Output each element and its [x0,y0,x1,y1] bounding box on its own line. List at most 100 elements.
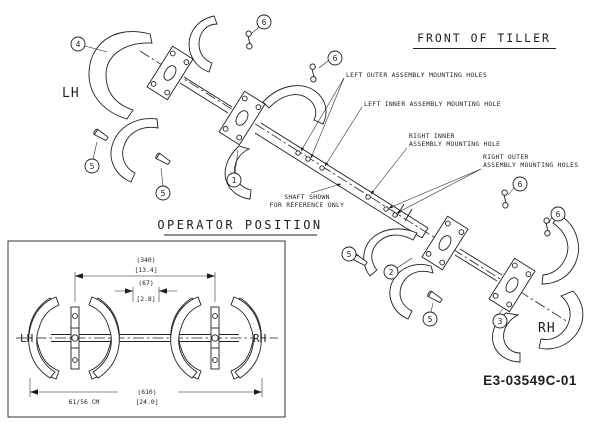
callout-6: 6 [318,50,343,69]
tine-blade [363,228,418,277]
shaft-reference-note: SHAFT SHOWN [284,193,330,201]
front-view-box: (340) [13.4] (67) [2.8] (610) 61/56 CM [… [7,240,286,418]
left-outer-holes-label: LEFT OUTER ASSEMBLY MOUNTING HOLES [346,71,487,79]
callout-2: 2 [383,257,413,280]
shaft-mounting-holes [295,150,398,218]
shaft-top-edge [260,122,429,229]
leader-arrow [310,77,345,159]
hub-boss [505,277,519,293]
mounting-hole-annotations: LEFT OUTER ASSEMBLY MOUNTING HOLES LEFT … [270,71,578,214]
hub-connector [459,248,503,276]
dimension-610: (610) 61/56 CM [24.0] [29,378,263,406]
callout-5: 5 [341,246,361,262]
lh-front-label: LH [20,332,33,345]
callout-number: 5 [161,189,166,198]
tine-blade [188,15,218,73]
rh-front-label: RH [253,332,266,345]
leader-arrow [324,106,363,167]
front-tine-blade [170,296,202,379]
tine-blade [88,31,153,120]
part-number: E3-03549C-01 [483,373,577,388]
right-outer-holes-label: ASSEMBLY MOUNTING HOLES [483,161,578,169]
left-inner-hole-label: LEFT INNER ASSEMBLY MOUNTING HOLE [364,100,501,108]
hub-boss [438,235,452,251]
callout-6: 6 [548,206,566,224]
front-hub [210,306,220,370]
clip-pin [305,62,321,84]
plate-holes [150,50,190,96]
tine-blade [224,145,252,200]
arrowhead [30,389,38,395]
callout-number: 2 [389,268,394,277]
rh-assembly-label: RH [538,321,556,336]
leader-arrow [300,77,345,152]
lh-assembly-label: LH [62,86,80,101]
tine-blade [541,214,579,285]
hub-connector [183,76,233,108]
front-hub [70,306,80,370]
tine-blade [262,85,327,125]
callout-number: 6 [262,18,267,27]
leader-arrow [370,147,408,195]
callout-number: 5 [90,162,95,171]
shaft-reference-note: FOR REFERENCE ONLY [270,201,345,209]
callout-number: 4 [76,40,81,49]
callout-number: 6 [518,180,523,189]
arrowhead [75,273,83,279]
dimension-text: 61/56 CM [69,398,100,406]
right-inner-hole-label: ASSEMBLY MOUNTING HOLE [409,140,500,148]
plate-holes [492,262,532,308]
callout-number: 6 [556,210,561,219]
mounting-hole [383,206,389,212]
front-tine-blade [28,296,60,379]
clip-pin [539,216,555,238]
plate-holes [425,220,465,266]
shaft-end-cap [421,227,429,239]
mounting-hole [295,150,301,156]
mounting-hole [392,212,398,218]
shaft-sleeve-tick [404,208,413,222]
dimension-67: (67) [2.8] [115,279,177,303]
callout-6: 6 [507,176,528,196]
bolt [426,289,444,305]
bolt [154,151,172,167]
hub-connector [454,254,498,282]
leader-arrow [396,168,482,214]
callout-3: 3 [492,308,508,329]
dimension-text: (340) [136,256,155,264]
callout-5: 5 [422,302,438,327]
operator-position-title: OPERATOR POSITION [157,218,322,232]
leader-arrow [388,168,482,209]
hub-boss [163,65,177,81]
view-border [7,240,286,418]
callout-5: 5 [84,141,100,174]
mounting-hole [305,156,311,162]
arrowhead [207,273,215,279]
arrowhead [254,389,262,395]
callout-5: 5 [155,167,171,201]
clip-pin [241,29,257,51]
hub-boss [235,110,249,126]
rh-tine-assembly [363,214,584,363]
callout-6: 6 [250,14,272,35]
dimension-text: [13.4] [134,266,157,274]
tine-blade [110,118,159,183]
front-of-tiller-title: FRONT OF TILLER [417,31,551,45]
callout-number: 5 [347,250,352,259]
callout-number: 1 [232,176,237,185]
dimension-text: (610) [137,388,156,396]
callout-number: 5 [428,315,433,324]
tine-blade [538,290,584,350]
plate-holes [222,95,262,141]
callout-4: 4 [70,36,108,53]
arrowhead [159,288,167,294]
dimension-text: (67) [138,279,153,287]
callout-number: 6 [333,54,338,63]
mounting-hole [319,165,325,171]
right-inner-hole-label: RIGHT INNER [409,132,455,140]
assembly-axis-centerline [139,50,569,323]
clip-pin [497,188,513,210]
dimension-text: [24.0] [135,398,158,406]
dimension-text: [2.8] [136,295,155,303]
